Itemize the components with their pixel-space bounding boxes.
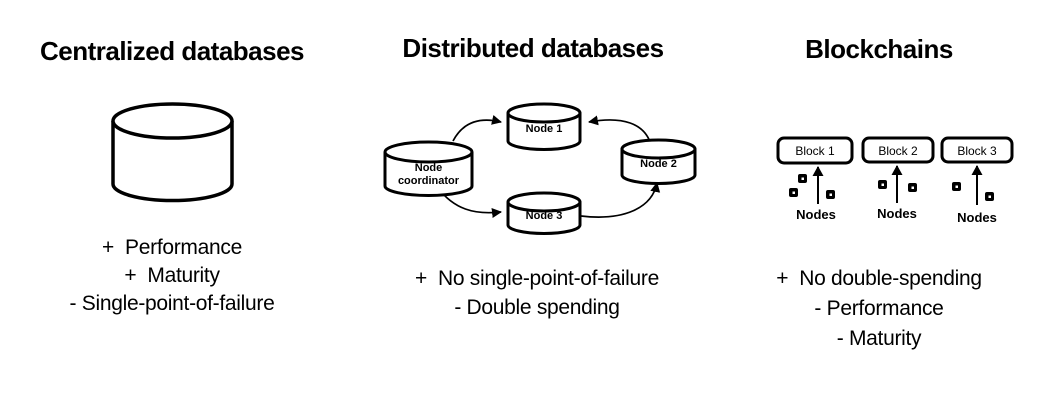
distributed-pros-cons: + No single-point-of-failure - Double sp… — [352, 264, 722, 322]
block3-node-squares — [952, 182, 994, 201]
node-coordinator-label-line1: Node — [415, 162, 443, 174]
centralized-databases-title: Centralized databases — [39, 36, 305, 66]
blockchain-point-maturity: - Maturity — [836, 327, 922, 350]
block3-group: Block 3 Nodes — [940, 136, 1014, 225]
centralized-point-performance: + Performance — [102, 236, 242, 259]
centralized-pros-cons: + Performance + Maturity - Single-point-… — [0, 234, 344, 318]
block1-node-squares — [789, 174, 835, 199]
block1-nodes-label: Nodes — [796, 207, 836, 222]
centralized-point-maturity: + Maturity — [124, 264, 220, 287]
blockchain-point-no-double-spending: + No double-spending — [776, 267, 982, 290]
block3-nodes-label: Nodes — [957, 210, 997, 225]
blockchain-blocks-diagram: Block 1 Nodes Block 2 Nodes Block 3 — [776, 136, 1014, 225]
block1-label: Block 1 — [795, 144, 835, 158]
block2-group: Block 2 Nodes — [861, 136, 935, 221]
centralized-point-spof: - Single-point-of-failure — [69, 292, 275, 315]
node-coordinator-cylinder: Node coordinator — [383, 140, 474, 197]
distributed-databases-title: Distributed databases — [402, 33, 664, 63]
distributed-point-double-spending: - Double spending — [454, 296, 620, 319]
block3-label: Block 3 — [957, 144, 997, 158]
blockchain-point-performance: - Performance — [814, 297, 944, 320]
blockchain-pros-cons: + No double-spending - Performance - Mat… — [712, 264, 1044, 354]
node3-label: Node 3 — [526, 210, 563, 222]
node2-label: Node 2 — [640, 158, 677, 170]
distributed-nodes-diagram: Node coordinator Node 1 Node 2 Node 3 — [383, 102, 697, 235]
block2-nodes-label: Nodes — [877, 206, 917, 221]
blockchains-title: Blockchains — [805, 34, 953, 64]
database-cylinder-icon — [111, 102, 234, 203]
node1-cylinder: Node 1 — [506, 102, 582, 151]
block2-label: Block 2 — [878, 144, 918, 158]
node2-cylinder: Node 2 — [620, 138, 697, 185]
block2-node-squares — [878, 180, 917, 192]
node3-cylinder: Node 3 — [506, 191, 582, 235]
node-coordinator-label-line2: coordinator — [398, 175, 460, 187]
node1-label: Node 1 — [526, 123, 563, 135]
block1-group: Block 1 Nodes — [776, 136, 854, 222]
distributed-point-no-spof: + No single-point-of-failure — [414, 267, 659, 290]
